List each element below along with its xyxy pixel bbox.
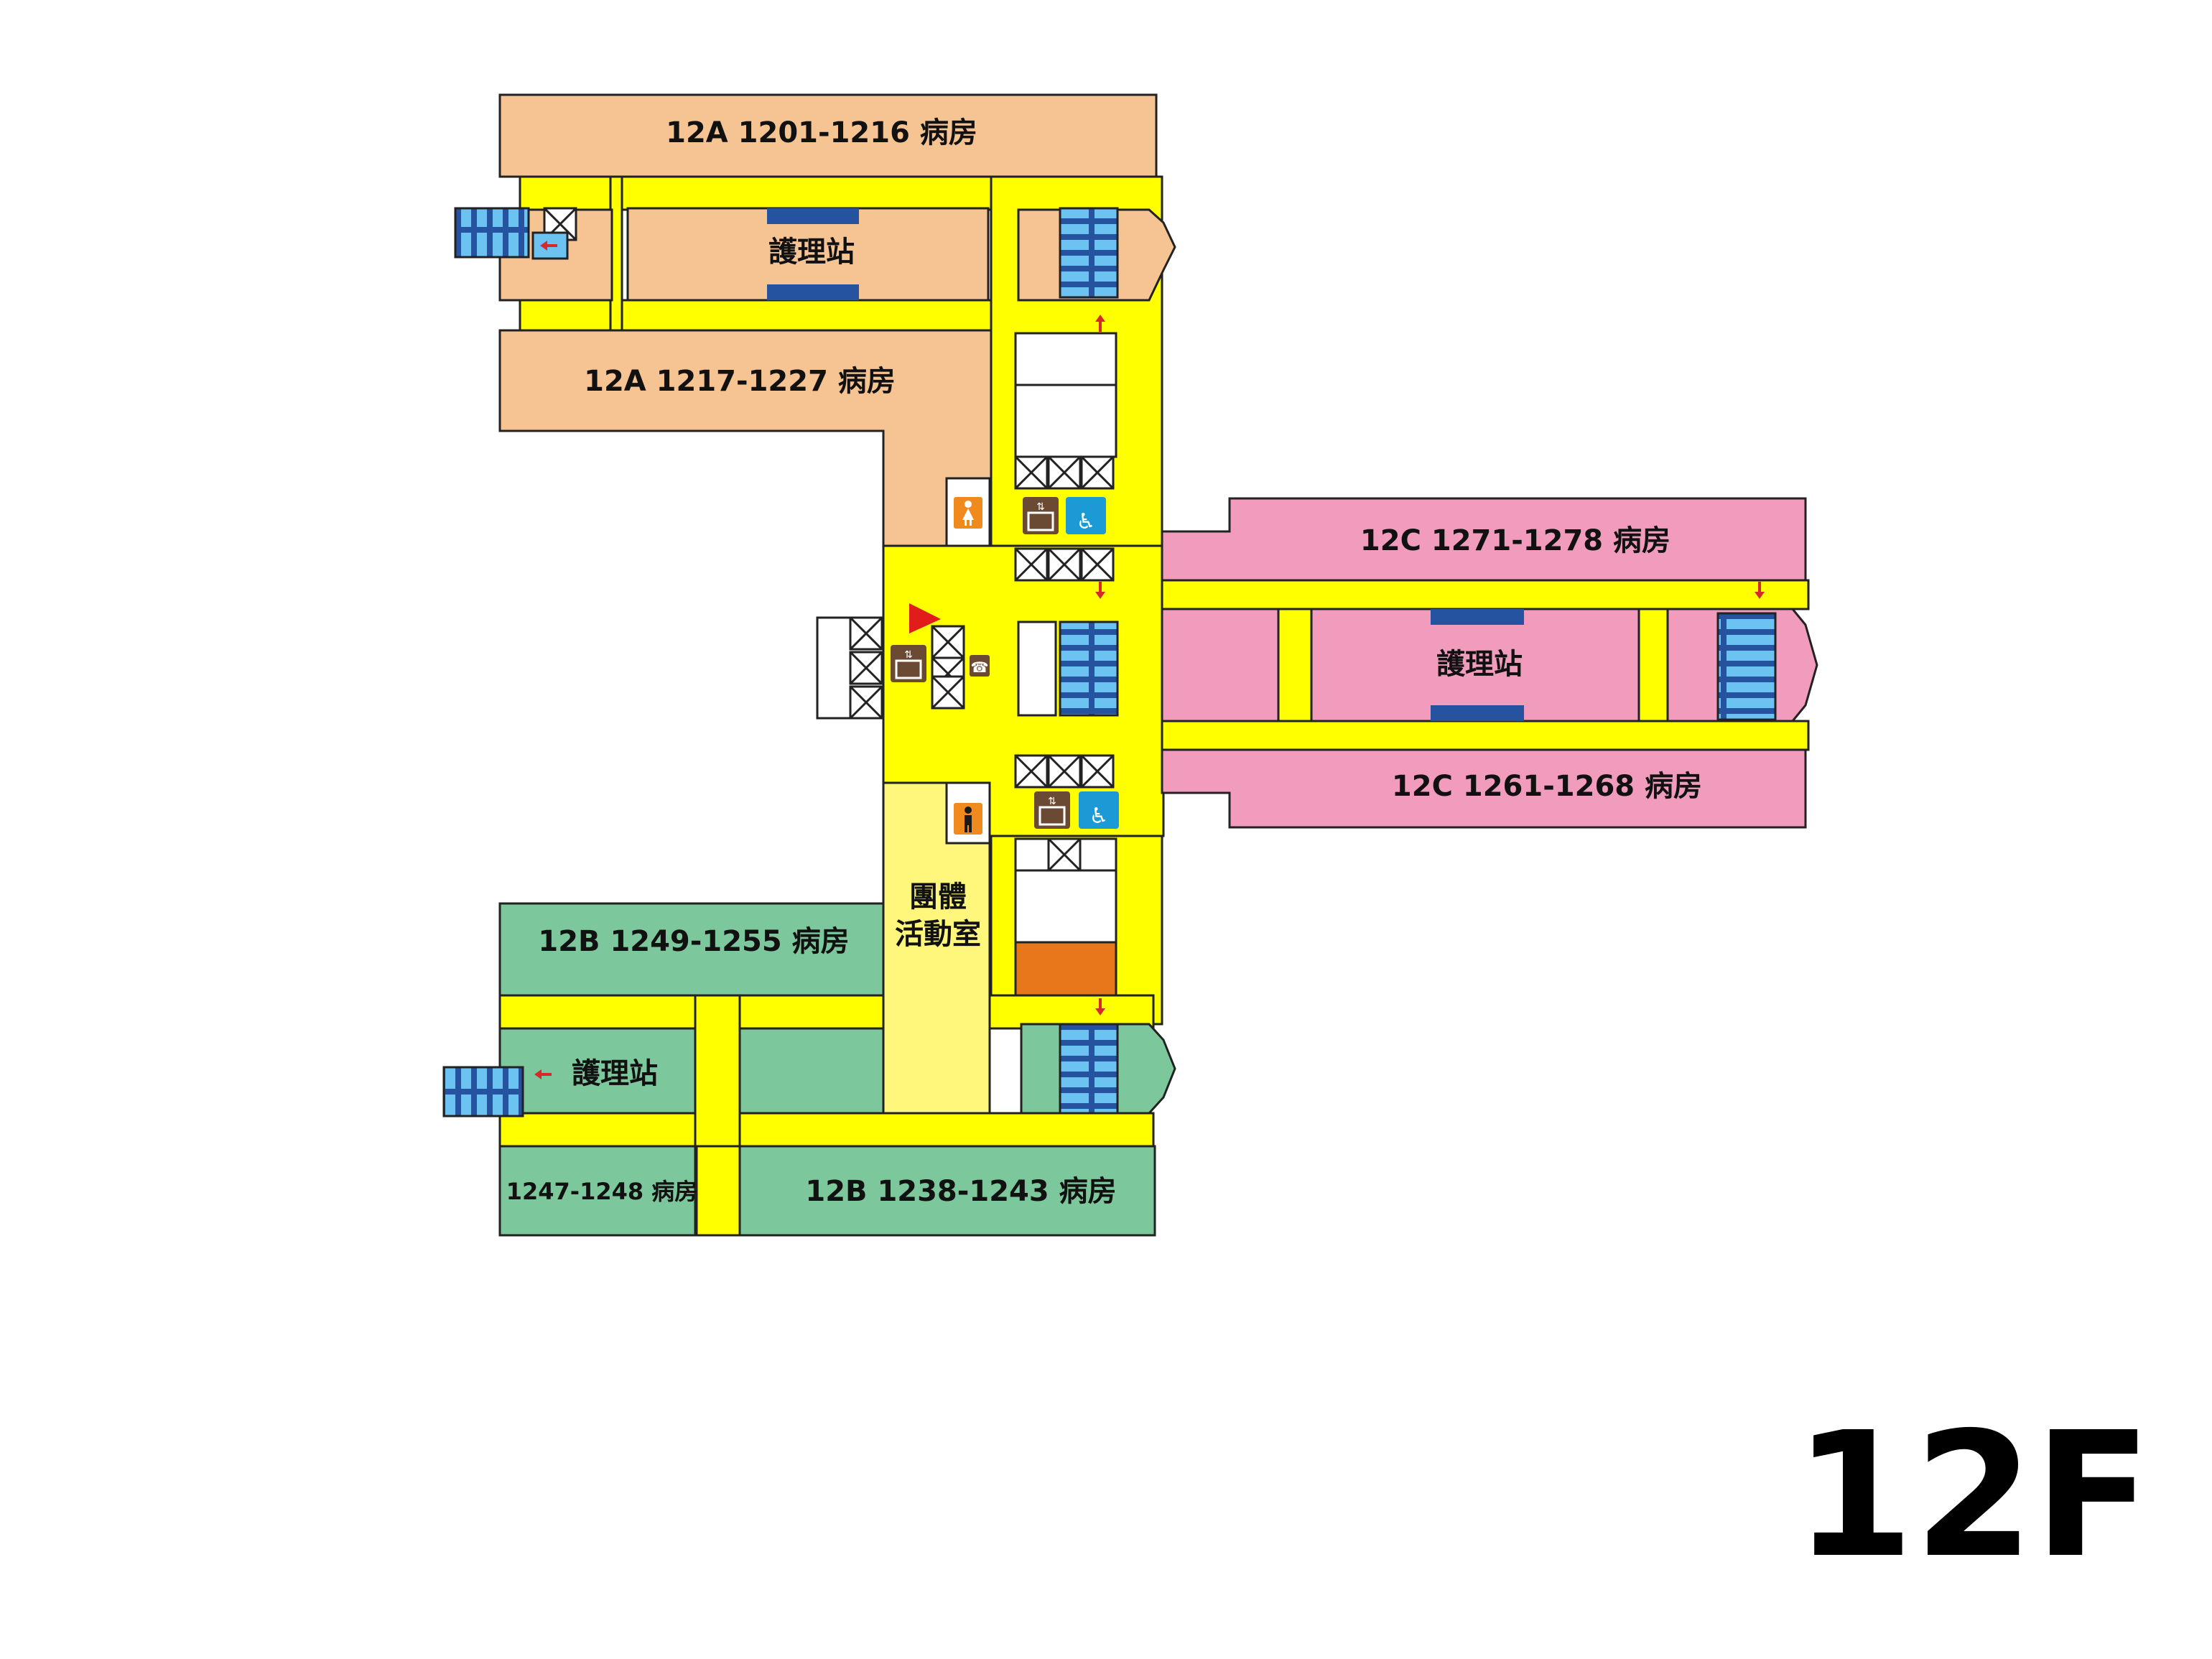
ward-12c (1161, 497, 1818, 829)
svg-text:⇅: ⇅ (1048, 796, 1056, 807)
room-label-12c-top: 12C 1271-1278 病房 (1360, 524, 1670, 557)
room-label-12a-mid: 12A 1217-1227 病房 (584, 365, 896, 398)
counter (767, 208, 859, 224)
room-12c-1261-1268 (1161, 748, 1807, 829)
nurse-station-label-12c: 護理站 (1436, 648, 1523, 681)
counter (1431, 609, 1524, 625)
storage-room (1014, 941, 1117, 997)
activity-room-label-line1: 團體 (909, 880, 967, 914)
women-restroom-icon (954, 497, 982, 529)
room-12a-1217-1227 (498, 329, 993, 547)
room-label-1247-1248: 1247-1248 病房 (506, 1178, 698, 1205)
room-12a-1201-1216 (498, 93, 1158, 178)
elevator-icon: ⇅ ⇅ ⇅ (891, 497, 1070, 829)
svg-text:♿: ♿ (1089, 804, 1109, 829)
svg-text:⇅: ⇅ (904, 649, 913, 661)
room-label-12c-bottom: 12C 1261-1268 病房 (1392, 770, 1702, 803)
you-are-here-marker-icon (909, 603, 941, 633)
men-restroom-icon (954, 803, 982, 835)
activity-room-label-line2: 活動室 (895, 918, 981, 951)
nurse-station-label-12a: 護理站 (768, 236, 855, 269)
floor-number-label: 12F (1794, 1395, 2152, 1596)
room-label-12a-top: 12A 1201-1216 病房 (666, 116, 977, 149)
nurse-station-label-12b: 護理站 (572, 1057, 658, 1090)
room-12c-1271-1278 (1161, 497, 1807, 582)
group-activity-room (882, 781, 991, 1115)
telephone-icon: ☎ (970, 655, 990, 677)
svg-text:♿: ♿ (1077, 509, 1096, 534)
room-label-12b-top: 12B 1249-1255 病房 (538, 925, 849, 958)
stairs-icon (442, 207, 1777, 1117)
room-label-12b-bottom: 12B 1238-1243 病房 (805, 1175, 1116, 1208)
accessible-elevator-icon: ♿ ♿ (1066, 497, 1119, 829)
room-12b-1238-1243 (738, 1145, 1156, 1237)
counter (767, 284, 859, 300)
room-1247-1248 (498, 1145, 697, 1237)
svg-text:⇅: ⇅ (1036, 501, 1045, 513)
room-12b-1249-1255 (498, 902, 885, 997)
counter (1431, 705, 1524, 721)
nurse-station-12c (1310, 608, 1640, 722)
svg-text:☎: ☎ (971, 659, 989, 676)
